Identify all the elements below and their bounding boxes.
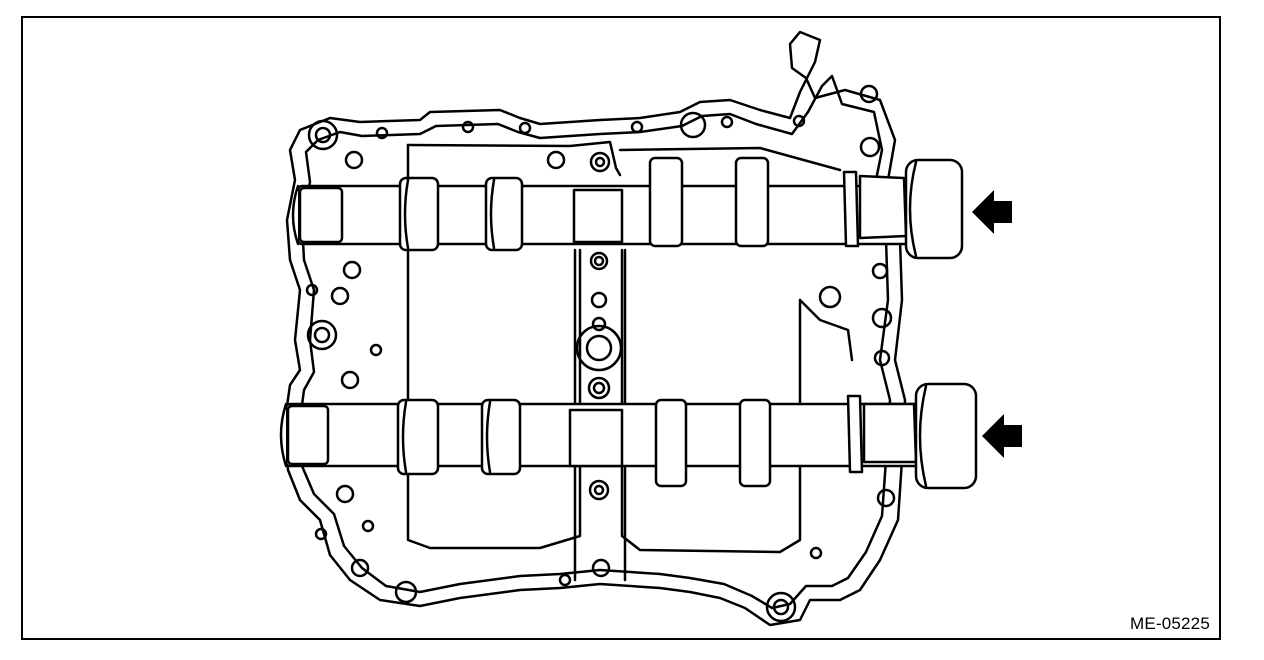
lower-arrow-icon: [982, 414, 1022, 458]
upper-camshaft: [291, 156, 964, 260]
lower-camshaft: [279, 382, 978, 490]
figure-id-label: ME-05225: [1129, 614, 1210, 633]
upper-arrow-icon: [972, 190, 1012, 234]
diagram-frame: [21, 16, 1221, 640]
bolt-holes: [305, 84, 896, 623]
